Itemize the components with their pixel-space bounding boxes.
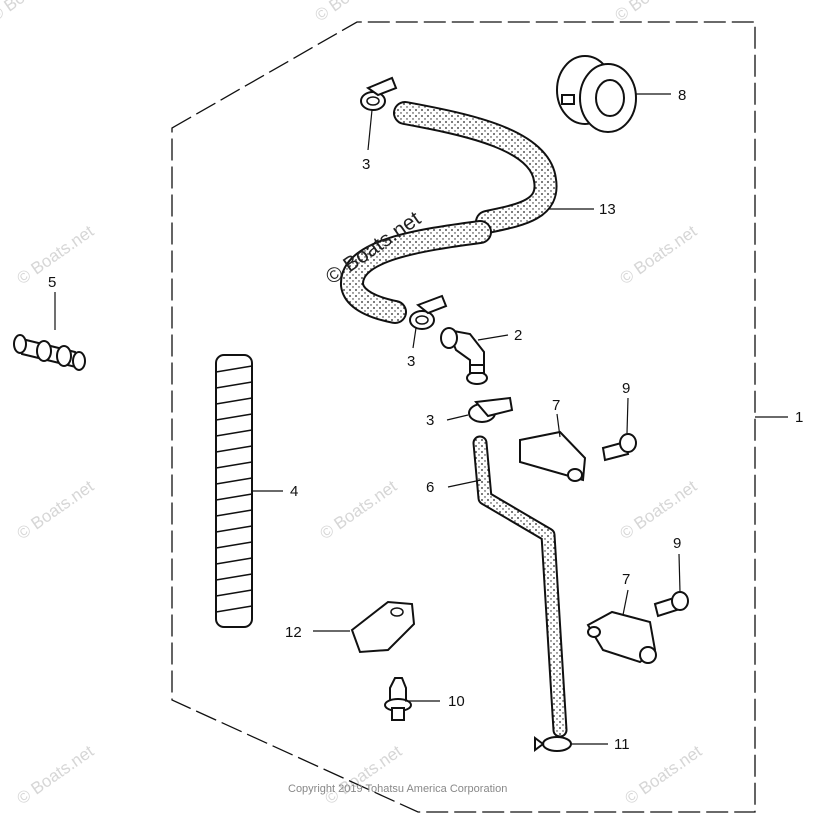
bracket-7-upper [519,430,587,482]
callout-11: 11 [614,736,630,753]
pin-10 [384,677,412,721]
hose-6 [472,435,568,738]
callouts: 1 2 3 3 3 4 5 6 7 7 8 9 9 10 11 12 13 [48,87,803,753]
callout-12: 12 [285,624,302,641]
bracket-7-lower [586,610,657,664]
callout-7: 7 [622,571,630,588]
callout-2: 2 [514,327,522,344]
clamp-12 [350,600,416,654]
leader-lines [54,93,788,745]
callout-5: 5 [48,274,56,291]
spiral-tube-4 [215,354,253,628]
elbow-fitting-2 [440,327,488,385]
callout-9: 9 [673,535,681,552]
copyright-text: Copyright 2019 Tohatsu America Corporati… [288,783,507,795]
watermark: © Boats.net [13,476,97,543]
watermark: © Boats.net [616,476,700,543]
callout-9: 9 [622,380,630,397]
callout-7: 7 [552,397,560,414]
callout-3: 3 [407,353,415,370]
screw-9-lower [653,591,689,618]
callout-1: 1 [795,409,803,426]
watermark: © Boats.net [316,476,400,543]
clip-3-mid [409,294,448,330]
watermark: © Boats.net [616,221,700,288]
clip-3-top [360,76,398,111]
callout-4: 4 [290,483,298,500]
clip-3-low [468,396,514,423]
callout-10: 10 [448,693,465,710]
callout-3: 3 [362,156,370,173]
watermark: © Boats.net [321,741,405,808]
callout-13: 13 [599,201,616,218]
watermark: © Boats.net [0,0,70,25]
watermark: © Boats.net [13,741,97,808]
callout-6: 6 [426,479,434,496]
watermark: © Boats.net [621,741,705,808]
joint-5 [13,334,86,371]
hose-13 [340,101,558,324]
clip-11 [534,736,572,752]
grommet-8 [556,55,637,133]
kit-boundary [171,21,756,813]
callout-8: 8 [678,87,686,104]
callout-3: 3 [426,412,434,429]
screw-9-upper [601,433,637,462]
